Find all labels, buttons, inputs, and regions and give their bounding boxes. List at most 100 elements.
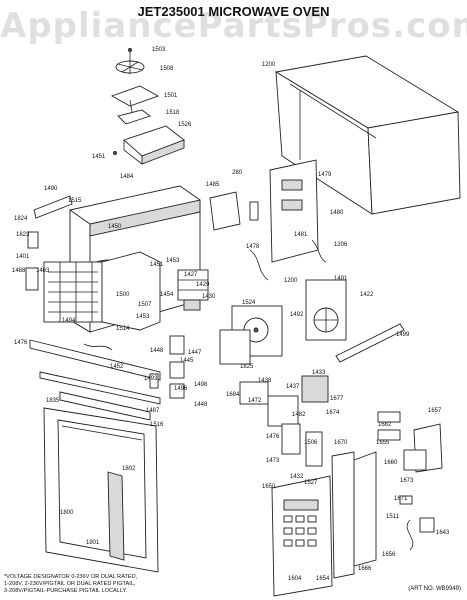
part-label: 1511 [386,514,400,520]
part-label: 1673 [400,478,414,484]
part-label: 1682 [378,422,392,428]
part-label: 1604 [288,576,302,582]
part-label: 1453 [166,258,180,264]
part-label: 1518 [166,110,180,116]
part-label: 1643 [436,530,450,536]
part-label: 1506 [304,440,318,446]
part-label: 1493 [144,376,158,382]
part-label: 1526 [178,122,192,128]
oven-cavity-drawing [43,185,201,333]
part-label: 1508 [160,66,174,72]
magnetron-drawing [177,269,209,311]
part-label: 1674 [326,410,340,416]
part-label: 1473 [266,458,280,464]
screw-mark [113,151,117,155]
stirrer-fan-drawing [115,48,145,74]
part-label: 1655 [376,440,390,446]
part-label: 1654 [316,576,330,582]
part-label: 1824 [14,216,28,222]
part-label: 1429 [196,282,210,288]
footnote-line: 1-208V, 2-236V/PIGTAIL OR DUAL RATED PIG… [4,581,136,587]
part-label: 1427 [184,272,198,278]
part-label: 1478 [246,244,260,250]
outer-case-drawing [274,55,461,215]
footnote-line: *VOLTAGE DESIGNATOR 0-236V OR DUAL RATED… [4,574,138,580]
part-label: 1200 [284,278,298,284]
blower-drawing [305,279,347,341]
part-label: 1453 [136,314,150,320]
part-label: 1485 [206,182,220,188]
voltage-footnote: *VOLTAGE DESIGNATOR 0-236V OR DUAL RATED… [4,574,304,595]
part-label: 1447 [188,350,202,356]
left-bracket-drawing [25,195,73,291]
part-label: 1448 [150,348,164,354]
part-label: 1825 [240,364,254,370]
wire-drawing [83,239,327,351]
part-labels: 1503 1508 1501 1518 1526 1451 1200 1484 … [12,47,450,582]
part-label: 1451 [92,154,106,160]
part-label: 1476 [14,340,28,346]
part-label: 1500 [116,292,130,298]
plate-cover-drawing [110,85,160,113]
part-label: 280 [232,170,243,176]
part-label: 1448 [194,402,208,408]
part-label: 1484 [120,174,134,180]
part-label: 1437 [286,384,300,390]
part-label: 1476 [266,434,280,440]
part-label: 1677 [330,396,344,402]
part-label: 1450 [108,224,122,230]
part-label: 1650 [262,484,276,490]
part-label: 1499 [396,332,410,338]
part-label: 1507 [138,302,152,308]
part-label: 1491 [334,276,348,282]
part-label: 1200 [262,62,276,68]
part-label: 1496 [174,386,188,392]
part-label: 1670 [334,440,348,446]
part-label: 1802 [122,466,136,472]
part-label: 1206 [334,242,348,248]
art-number: (ART NO. WB9949) [408,586,461,592]
part-label: 1487 [146,408,160,414]
part-label: 1451 [150,262,164,268]
part-label: 1800 [60,510,74,516]
part-label: 1430 [202,294,216,300]
part-label: 1482 [292,412,306,418]
part-label: 1666 [358,566,372,572]
part-label: 1515 [68,198,82,204]
part-label: 1433 [312,370,326,376]
part-label: 1656 [382,552,396,558]
part-label: 1498 [194,382,208,388]
part-label: 1438 [258,378,272,384]
part-label: 1488 [12,268,26,274]
diagram-title: JET235001 MICROWAVE OVEN [137,4,330,19]
part-label: 1684 [226,392,240,398]
part-label: 1463 [36,268,50,274]
part-label: 1452 [110,364,124,370]
part-label: 1401 [16,254,30,260]
part-label: 1527 [304,480,318,486]
part-label: 1823 [16,232,30,238]
part-label: 1445 [180,358,194,364]
control-panel-drawing [271,451,377,597]
part-label: 1514 [116,326,130,332]
part-label: 1454 [160,292,174,298]
part-label: 1660 [384,460,398,466]
rear-panel-drawing [269,159,319,263]
part-label: 1801 [86,540,100,546]
part-label: 1516 [150,422,164,428]
part-label: 1479 [318,172,332,178]
part-label: 1432 [290,474,304,480]
door-drawing [43,407,159,573]
part-label: 1492 [290,312,304,318]
part-label: 1501 [164,93,178,99]
part-label: 1657 [428,408,442,414]
capacitor-drawing [219,329,329,467]
part-label: 1503 [152,47,166,53]
part-label: 1480 [330,210,344,216]
part-label: 1671 [394,496,408,502]
part-label: 1481 [294,232,308,238]
rail-right-drawing [335,323,405,363]
part-label: 1494 [62,318,76,324]
part-label: 1490 [44,186,58,192]
